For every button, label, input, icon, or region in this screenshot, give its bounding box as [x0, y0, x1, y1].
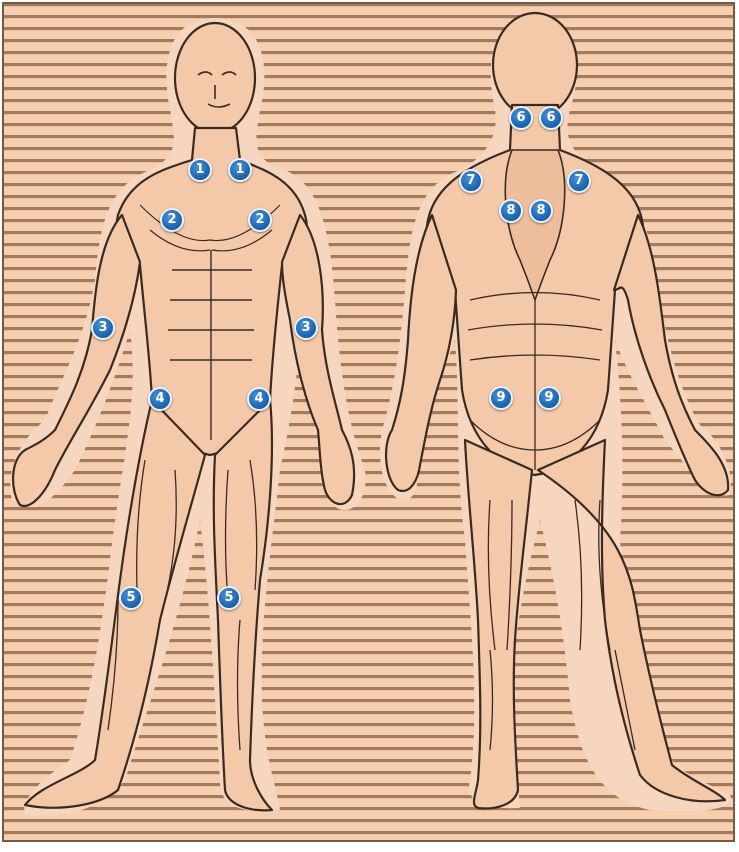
marker-4-front-b: 4	[247, 387, 271, 411]
marker-3-front-a: 3	[91, 316, 115, 340]
marker-1-front-b: 1	[228, 158, 252, 182]
marker-4-front-a: 4	[148, 387, 172, 411]
marker-9-back-b: 9	[537, 386, 561, 410]
marker-8-back-a: 8	[499, 199, 523, 223]
marker-2-front-a: 2	[160, 208, 184, 232]
marker-3-front-b: 3	[294, 316, 318, 340]
marker-5-front-b: 5	[217, 586, 241, 610]
front-head	[175, 23, 255, 133]
marker-6-back-a: 6	[509, 106, 533, 130]
back-head	[493, 13, 577, 117]
marker-6-back-b: 6	[539, 106, 563, 130]
marker-2-front-b: 2	[248, 208, 272, 232]
marker-5-front-a: 5	[119, 586, 143, 610]
marker-8-back-b: 8	[529, 199, 553, 223]
marker-7-back-b: 7	[567, 169, 591, 193]
marker-1-front-a: 1	[188, 158, 212, 182]
marker-7-back-a: 7	[459, 169, 483, 193]
marker-9-back-a: 9	[489, 386, 513, 410]
